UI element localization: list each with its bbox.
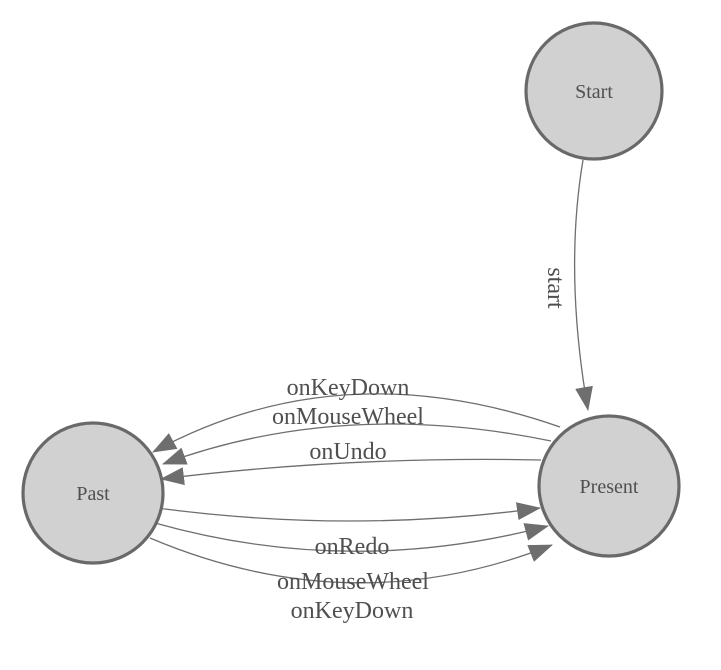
node-present-circle — [537, 414, 681, 558]
node-present-label: Present — [580, 476, 639, 498]
edge-label-onMouseWheel: onMouseWheel — [272, 404, 424, 430]
edge-present-to-past-onKeyDown — [152, 393, 561, 453]
node-past: Past — [21, 421, 165, 565]
node-present: Present — [537, 414, 681, 558]
node-past-circle — [21, 421, 165, 565]
edge-past-to-present-onMouseWheel — [154, 522, 549, 552]
node-start: Start — [524, 21, 664, 161]
edge-label-onRedo: onRedo — [315, 534, 390, 560]
edge-label-onKeyDown: onKeyDown — [291, 598, 414, 624]
edge-label-onUndo: onUndo — [309, 439, 386, 465]
edge-past-to-present-onKeyDown — [149, 537, 553, 584]
node-past-label: Past — [76, 483, 110, 505]
node-start-label: Start — [575, 81, 613, 103]
edge-start-to-present-start — [573, 159, 593, 411]
edge-labels-layer: start onKeyDown onMouseWheel onUndo onRedo on… — [272, 267, 568, 624]
edge-label-start: start — [542, 267, 568, 309]
edge-label-onMouseWheel: onMouseWheel — [277, 569, 429, 595]
edge-present-to-past-onUndo — [160, 458, 542, 486]
edge-past-to-present-onRedo — [156, 502, 541, 522]
edge-present-to-past-onMouseWheel — [162, 423, 552, 465]
node-start-circle — [524, 21, 664, 161]
edge-label-onKeyDown: onKeyDown — [287, 375, 410, 401]
edges-layer — [149, 159, 593, 584]
